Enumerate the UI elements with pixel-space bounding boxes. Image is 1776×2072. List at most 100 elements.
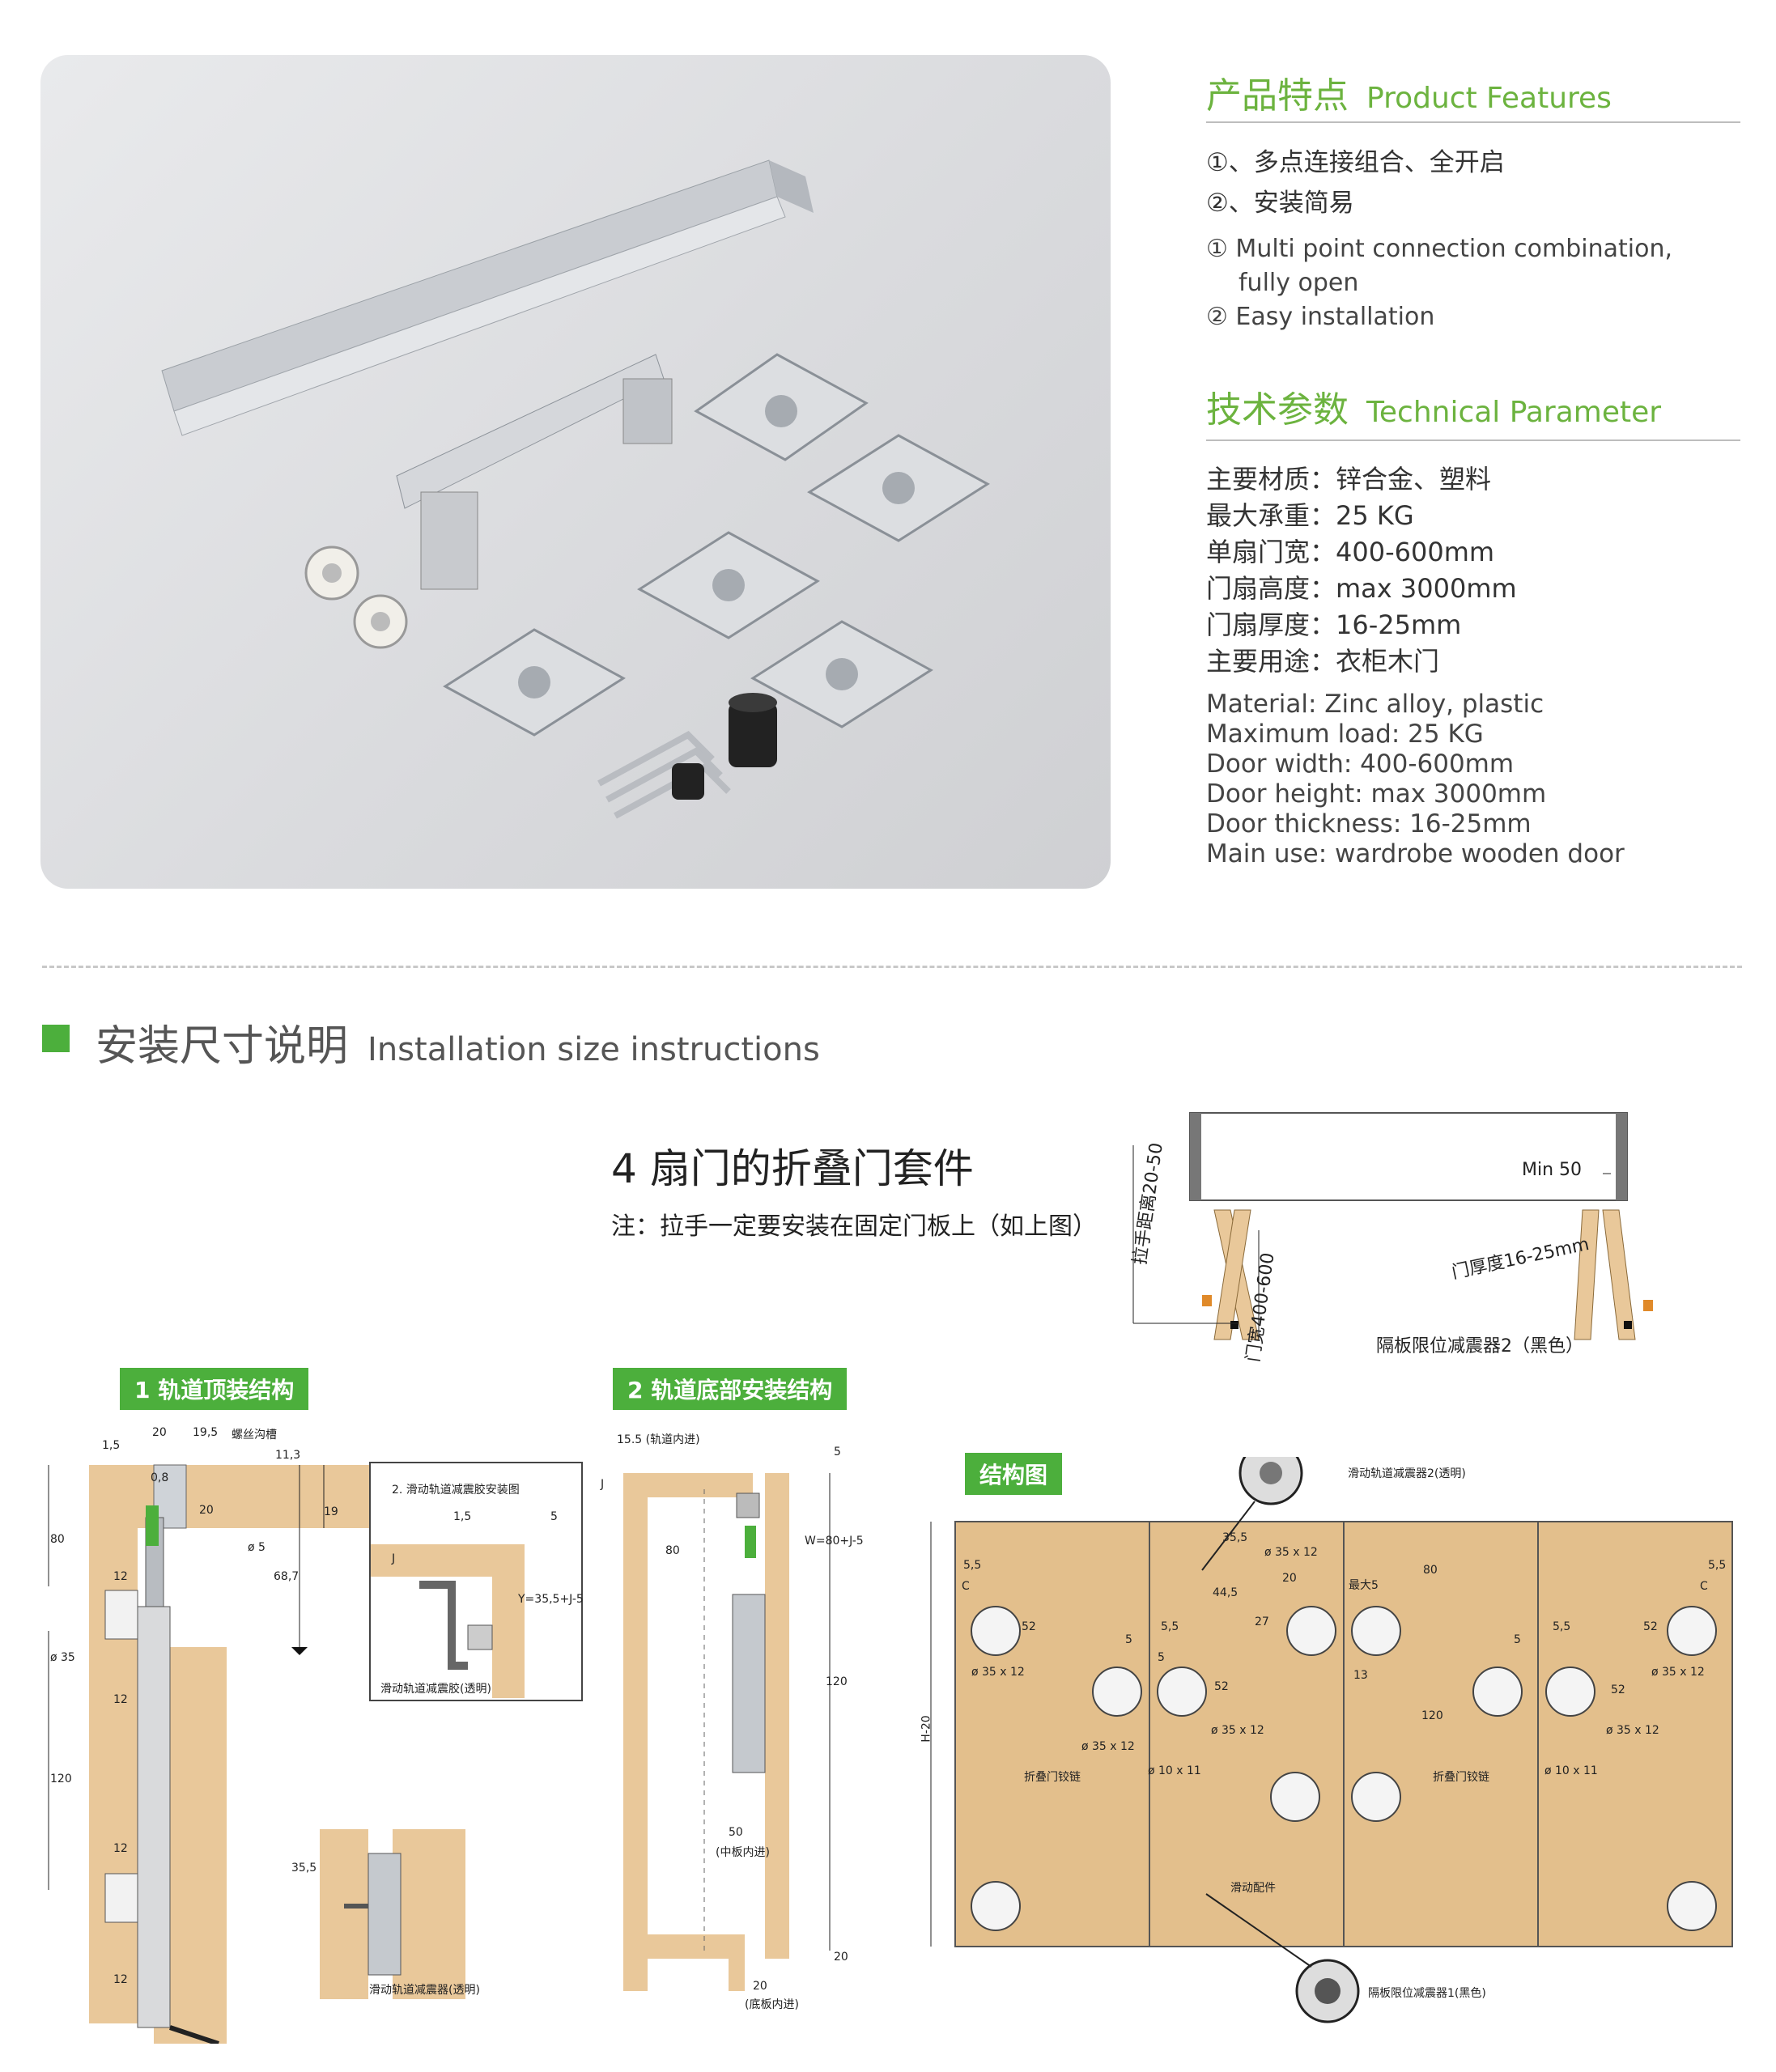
d3-dim-28: 52 <box>1643 1620 1658 1633</box>
bottom-mount-label: 2 轨道底部安装结构 <box>613 1368 848 1410</box>
parameters-heading: 技术参数 Technical Parameter <box>1206 380 1661 432</box>
parameters-cn-list: 主要材质：锌合金、塑料 最大承重：25 KG 单扇门宽：400-600mm 门扇… <box>1206 461 1517 680</box>
d3-dim-6: ø 35 x 12 <box>1081 1740 1135 1753</box>
d1-inset-dim-4: Y=35,5+J-5 <box>518 1593 584 1606</box>
d1-inset-label: 滑动轨道减震胶(透明) <box>380 1683 491 1696</box>
param-cn-load: 最大承重：25 KG <box>1206 500 1414 531</box>
d3-height-dim: H-20 <box>920 1715 933 1743</box>
d1-inset2-label: 滑动轨道减震器(透明) <box>369 1984 480 1997</box>
d2-dim-9: 20 <box>834 1951 848 1964</box>
top-mount-diagram <box>48 1464 389 2044</box>
damper-inset-2-drawing <box>320 1829 465 1999</box>
min-50-label: Min 50 <box>1522 1160 1583 1180</box>
d3-hinge-label-2: 折叠门铰链 <box>1433 1771 1489 1784</box>
d3-dim-7: 5,5 <box>1161 1620 1179 1633</box>
kit-title: 4 扇门的折叠门套件 <box>611 1145 974 1192</box>
d1-inset-title: 2. 滑动轨道减震胶安装图 <box>392 1484 520 1497</box>
feature-cn-1: ①、多点连接组合、全开启 <box>1206 148 1505 177</box>
d2-dim-10: 20 <box>753 1980 767 1993</box>
d2-dim-5: W=80+J-5 <box>805 1535 864 1548</box>
d1-inset-dim-2: 5 <box>550 1510 558 1523</box>
d3-hinge-label-1: 折叠门铰链 <box>1024 1771 1081 1784</box>
d3-slide-label: 滑动配件 <box>1230 1882 1276 1895</box>
features-title-cn: 产品特点 <box>1206 75 1349 117</box>
d3-dim-15: 44,5 <box>1213 1586 1239 1599</box>
d2-dim-3: J <box>601 1478 605 1491</box>
d3-damper-bottom: 隔板限位减震器1(黑色) <box>1368 1987 1486 2000</box>
d3-dim-9: 52 <box>1214 1680 1229 1693</box>
section-separator <box>42 966 1742 968</box>
top-mount-label: 1 轨道顶装结构 <box>120 1368 309 1410</box>
d1-dim-11: 80 <box>50 1533 65 1546</box>
parameters-en-list: Material: Zinc alloy, plastic Maximum lo… <box>1206 690 1625 869</box>
structure-diagram <box>930 1457 1733 2023</box>
param-en-thickness: Door thickness: 16-25mm <box>1206 809 1532 839</box>
d2-dim-1: 15.5 (轨道内进) <box>617 1433 700 1446</box>
d1-dim-2: 20 <box>152 1426 167 1439</box>
d3-dim-18: 80 <box>1423 1564 1438 1577</box>
installation-title-cn: 安装尺寸说明 <box>96 1022 349 1071</box>
d2-dim-6: 120 <box>826 1675 848 1688</box>
bottom-mount-diagram <box>623 1473 831 1991</box>
features-title-en: Product Features <box>1366 82 1612 115</box>
param-en-load: Maximum load: 25 KG <box>1206 720 1484 749</box>
d3-dim-11: ø 10 x 11 <box>1148 1764 1201 1777</box>
d3-dim-10: ø 35 x 12 <box>1211 1724 1264 1737</box>
d1-dim-7: 20 <box>199 1504 214 1517</box>
d1-dim-12: 12 <box>113 1570 128 1583</box>
d2-dim-2: 5 <box>834 1446 841 1458</box>
d2-dim-4: 80 <box>665 1544 680 1557</box>
d3-dim-27: C <box>1700 1580 1708 1593</box>
damper-inset-drawing <box>371 1544 525 1698</box>
d3-damper-top: 滑动轨道减震器2(透明) <box>1348 1467 1466 1480</box>
d1-dim-6: 0,8 <box>151 1471 169 1484</box>
d3-dim-4: ø 35 x 12 <box>971 1666 1025 1679</box>
d1-inset-dim-1: 1,5 <box>453 1510 472 1523</box>
d1-dim-15: 120 <box>50 1773 72 1785</box>
kit-note: 注：拉手一定要安装在固定门板上（如上图） <box>611 1212 1097 1241</box>
green-square-icon <box>42 1025 70 1052</box>
d3-dim-1: 5,5 <box>963 1559 982 1572</box>
parameters-title-cn: 技术参数 <box>1206 389 1349 431</box>
d1-dim-1: 1,5 <box>102 1439 121 1452</box>
d3-dim-19: 13 <box>1353 1669 1368 1682</box>
d3-dim-21: 5 <box>1514 1633 1521 1646</box>
d3-dim-16: 27 <box>1255 1616 1269 1628</box>
d2-dim-11: (底板内进) <box>745 1998 799 2011</box>
d1-dim-4: 螺丝沟槽 <box>232 1429 277 1441</box>
param-en-use: Main use: wardrobe wooden door <box>1206 839 1625 868</box>
feature-en-1-cont: fully open <box>1239 269 1359 297</box>
d1-dim-9: ø 5 <box>248 1541 266 1554</box>
parameters-divider <box>1206 439 1740 441</box>
d1-dim-17: 12 <box>113 1973 128 1986</box>
d2-dim-7: 50 <box>729 1826 743 1839</box>
features-heading: 产品特点 Product Features <box>1206 66 1612 118</box>
d3-dim-12: 35,5 <box>1222 1531 1248 1544</box>
d2-dim-8: (中板内进) <box>716 1846 770 1859</box>
d3-dim-22: 5,5 <box>1553 1620 1571 1633</box>
features-divider <box>1206 121 1740 123</box>
param-cn-material: 主要材质：锌合金、塑料 <box>1206 464 1492 495</box>
top-view-diagram <box>1132 1112 1653 1340</box>
d1-dim-18: 35,5 <box>291 1862 317 1875</box>
param-cn-thickness: 门扇厚度：16-25mm <box>1206 609 1462 640</box>
d1-dim-3: 19,5 <box>193 1426 219 1439</box>
parameters-title-en: Technical Parameter <box>1366 396 1662 429</box>
d3-dim-13: ø 35 x 12 <box>1264 1546 1318 1559</box>
d1-dim-10: 68,7 <box>274 1570 300 1583</box>
d3-dim-8: 5 <box>1158 1651 1165 1664</box>
d3-dim-25: ø 10 x 11 <box>1544 1764 1598 1777</box>
param-en-height: Door height: max 3000mm <box>1206 779 1547 809</box>
d1-dim-14: 12 <box>113 1693 128 1706</box>
d3-dim-3: 52 <box>1022 1620 1036 1633</box>
d1-dim-16: 12 <box>113 1842 128 1855</box>
d3-dim-26: 5,5 <box>1708 1559 1727 1572</box>
damper2-label: 隔板限位减震器2（黑色） <box>1376 1336 1583 1357</box>
product-photo <box>40 55 1111 889</box>
param-cn-width: 单扇门宽：400-600mm <box>1206 537 1495 567</box>
d1-dim-5: 11,3 <box>275 1449 301 1462</box>
d1-dim-13: ø 35 <box>50 1651 75 1664</box>
d1-dim-8: 19 <box>324 1505 338 1518</box>
d3-dim-17: 最大5 <box>1349 1579 1379 1592</box>
